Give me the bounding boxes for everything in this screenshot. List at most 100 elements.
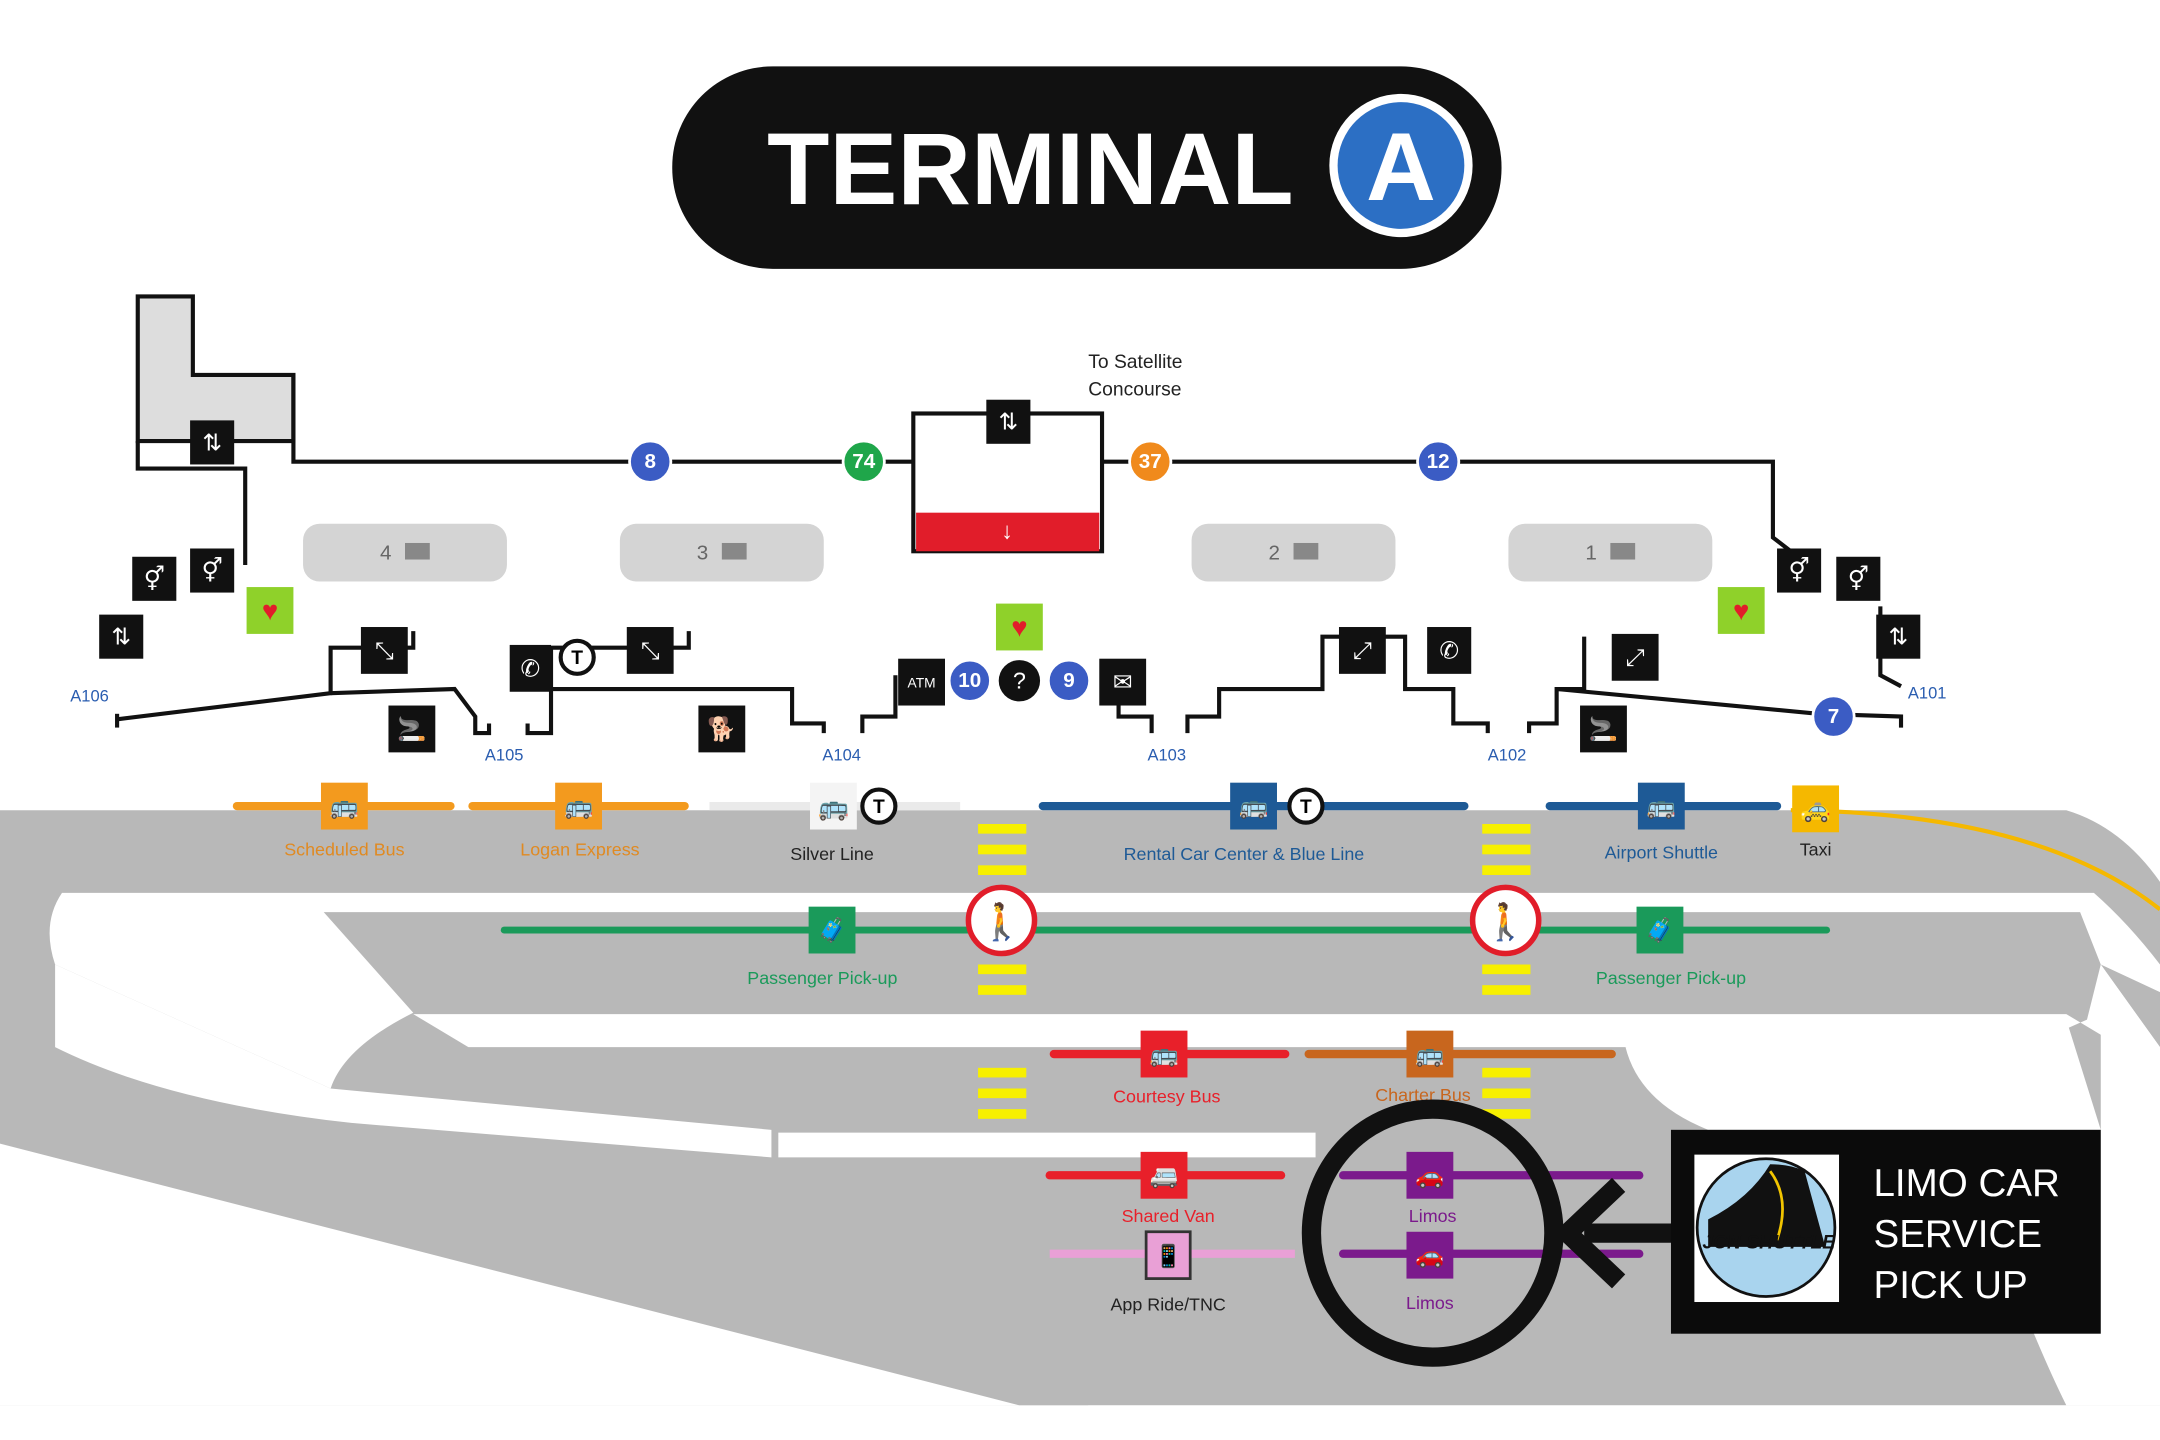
crosswalks: [978, 824, 1531, 1119]
stop-shared-van: Shared Van: [1122, 1206, 1215, 1226]
gate-marker-74: 74: [852, 450, 875, 473]
gate-marker-37: 37: [1139, 450, 1162, 473]
down-arrow-icon: ↓: [1001, 518, 1013, 544]
pedestrian-crossing-icon: 🚶: [979, 901, 1024, 942]
info-icon: ?: [1013, 668, 1026, 694]
mbta-t-icon: T: [1300, 797, 1312, 818]
jcn-shuttle-logo: JCN SHUTTLE: [1695, 1157, 1836, 1298]
restroom-icon: ⚥: [202, 557, 223, 584]
gate-marker-7: 7: [1828, 705, 1840, 728]
gate-marker-9: 9: [1063, 669, 1075, 692]
luggage-icon: [1610, 542, 1636, 560]
door-a104: A104: [822, 746, 861, 765]
bus-icon: 🚌: [564, 793, 593, 820]
smartphone-icon: 📱: [1154, 1243, 1181, 1268]
escalator-icon: ⤡: [375, 637, 394, 663]
stop-courtesy-bus: Courtesy Bus: [1113, 1086, 1220, 1106]
stop-silver-line: Silver Line: [790, 844, 874, 864]
escalator-icon: ⤡: [641, 637, 660, 663]
curb-row-3: 🚌 Courtesy Bus 🚌 Charter Bus: [1049, 1030, 1616, 1106]
bus-icon: 🚌: [1647, 793, 1676, 820]
gate-marker-10: 10: [958, 669, 981, 692]
stop-scheduled-bus: Scheduled Bus: [284, 840, 404, 860]
stop-app-ride: App Ride/TNC: [1110, 1294, 1225, 1314]
gate-marker-8: 8: [644, 450, 656, 473]
door-a105: A105: [485, 746, 524, 765]
curb-row-2: 🧳 Passenger Pick-up 🧳 Passenger Pick-up …: [500, 884, 1831, 988]
luggage-icon: [405, 542, 430, 560]
stop-passenger-pickup-right: Passenger Pick-up: [1596, 968, 1746, 988]
door-a102: A102: [1488, 746, 1527, 765]
satellite-note-line1: To Satellite: [1088, 352, 1182, 373]
mail-icon: ✉: [1113, 669, 1133, 695]
smoking-area-icon: 🚬: [1589, 715, 1618, 742]
mbta-t-icon: T: [571, 648, 583, 669]
baggage-claim-3: 3: [697, 542, 709, 565]
gate-markers: 8 74 37 12 10 ? 9 7: [628, 439, 1856, 739]
defibrillator-icon: ♥: [1011, 612, 1027, 643]
baggage-claims: 4 3 2 1: [303, 523, 1713, 582]
bus-icon: 🚌: [330, 793, 359, 820]
stop-taxi: Taxi: [1800, 840, 1832, 860]
door-labels: A106 A105 A104 A103 A102 A101: [70, 684, 1946, 765]
curb-row-1: 🚌 Scheduled Bus 🚌 Logan Express 🚌 T Silv…: [232, 782, 1840, 864]
restroom-icon: ⚥: [1848, 565, 1869, 592]
car-icon: 🚗: [1415, 1162, 1444, 1189]
elevator-icon: ⇅: [999, 409, 1019, 435]
curb-row-4: 🚐 Shared Van 📱 App Ride/TNC 🚗 Limos 🚗 Li…: [1045, 1151, 1644, 1314]
van-icon: 🚐: [1149, 1162, 1178, 1189]
bus-icon: 🚌: [1149, 1041, 1178, 1068]
terminal-letter: A: [1366, 114, 1436, 221]
elevator-icon: ⇅: [202, 429, 222, 455]
stop-airport-shuttle: Airport Shuttle: [1605, 842, 1718, 862]
stop-charter-bus: Charter Bus: [1375, 1085, 1471, 1105]
elevator-icon: ⇅: [1888, 624, 1908, 650]
restroom-icon: ⚥: [144, 565, 165, 592]
baggage-claim-4: 4: [380, 542, 392, 565]
bus-icon: 🚌: [1415, 1041, 1444, 1068]
elevator-icon: ⇅: [111, 624, 131, 650]
callout-line-3: PICK UP: [1873, 1264, 2027, 1307]
callout-line-2: SERVICE: [1873, 1213, 2042, 1256]
escalator-icon: ⤢: [1626, 644, 1645, 670]
phone-icon: ✆: [1439, 637, 1459, 663]
stop-rental-car-center: Rental Car Center & Blue Line: [1124, 844, 1365, 864]
phone-icon: ✆: [521, 655, 541, 681]
passenger-pickup-icon: 🧳: [817, 916, 846, 944]
stop-logan-express: Logan Express: [520, 840, 639, 860]
pet-relief-icon: 🐕: [707, 715, 736, 743]
door-a103: A103: [1147, 746, 1186, 765]
terminal-title: TERMINAL: [767, 112, 1294, 226]
mbta-t-icon: T: [873, 797, 885, 818]
bus-icon: 🚌: [1239, 793, 1268, 820]
amenity-icons: ⇅ ⇅ ⇅ ⇅ ⚥ ⚥ ⚥ ⚥ ♥ ♥ ♥ ⤡ ⤡ ⤢ ⤢ ✆ T ✆ 🚬 🚬 …: [99, 399, 1921, 753]
logo-text: JCN SHUTTLE: [1702, 1232, 1836, 1253]
terminal-title-badge: TERMINAL A: [672, 66, 1502, 269]
taxi-icon: 🚕: [1800, 796, 1831, 823]
baggage-claim-1: 1: [1585, 542, 1596, 565]
stop-limos-1: Limos: [1409, 1206, 1457, 1226]
pedestrian-crossing-icon: 🚶: [1483, 901, 1528, 942]
passenger-pickup-icon: 🧳: [1645, 916, 1674, 944]
atm-icon: ATM: [908, 676, 936, 691]
door-a106: A106: [70, 686, 109, 705]
luggage-icon: [1293, 542, 1319, 560]
arrow-left-icon: [1553, 1177, 1626, 1289]
baggage-claim-2: 2: [1268, 542, 1280, 565]
luggage-icon: [721, 542, 747, 560]
door-a101: A101: [1908, 684, 1947, 703]
callout-line-1: LIMO CAR: [1873, 1162, 2059, 1205]
satellite-note-line2: Concourse: [1088, 380, 1181, 401]
restroom-icon: ⚥: [1789, 557, 1810, 584]
gate-marker-12: 12: [1427, 450, 1450, 473]
limo-highlight: [1301, 1099, 1674, 1367]
smoking-area-icon: 🚬: [397, 715, 426, 742]
stop-passenger-pickup-left: Passenger Pick-up: [747, 968, 897, 988]
roadways: [0, 808, 2160, 1440]
defibrillator-icon: ♥: [262, 595, 278, 626]
stop-limos-2: Limos: [1406, 1293, 1454, 1313]
car-icon: 🚗: [1415, 1242, 1444, 1269]
escalator-icon: ⤢: [1353, 637, 1372, 663]
limo-service-callout: JCN SHUTTLE LIMO CAR SERVICE PICK UP: [1670, 1129, 2101, 1334]
